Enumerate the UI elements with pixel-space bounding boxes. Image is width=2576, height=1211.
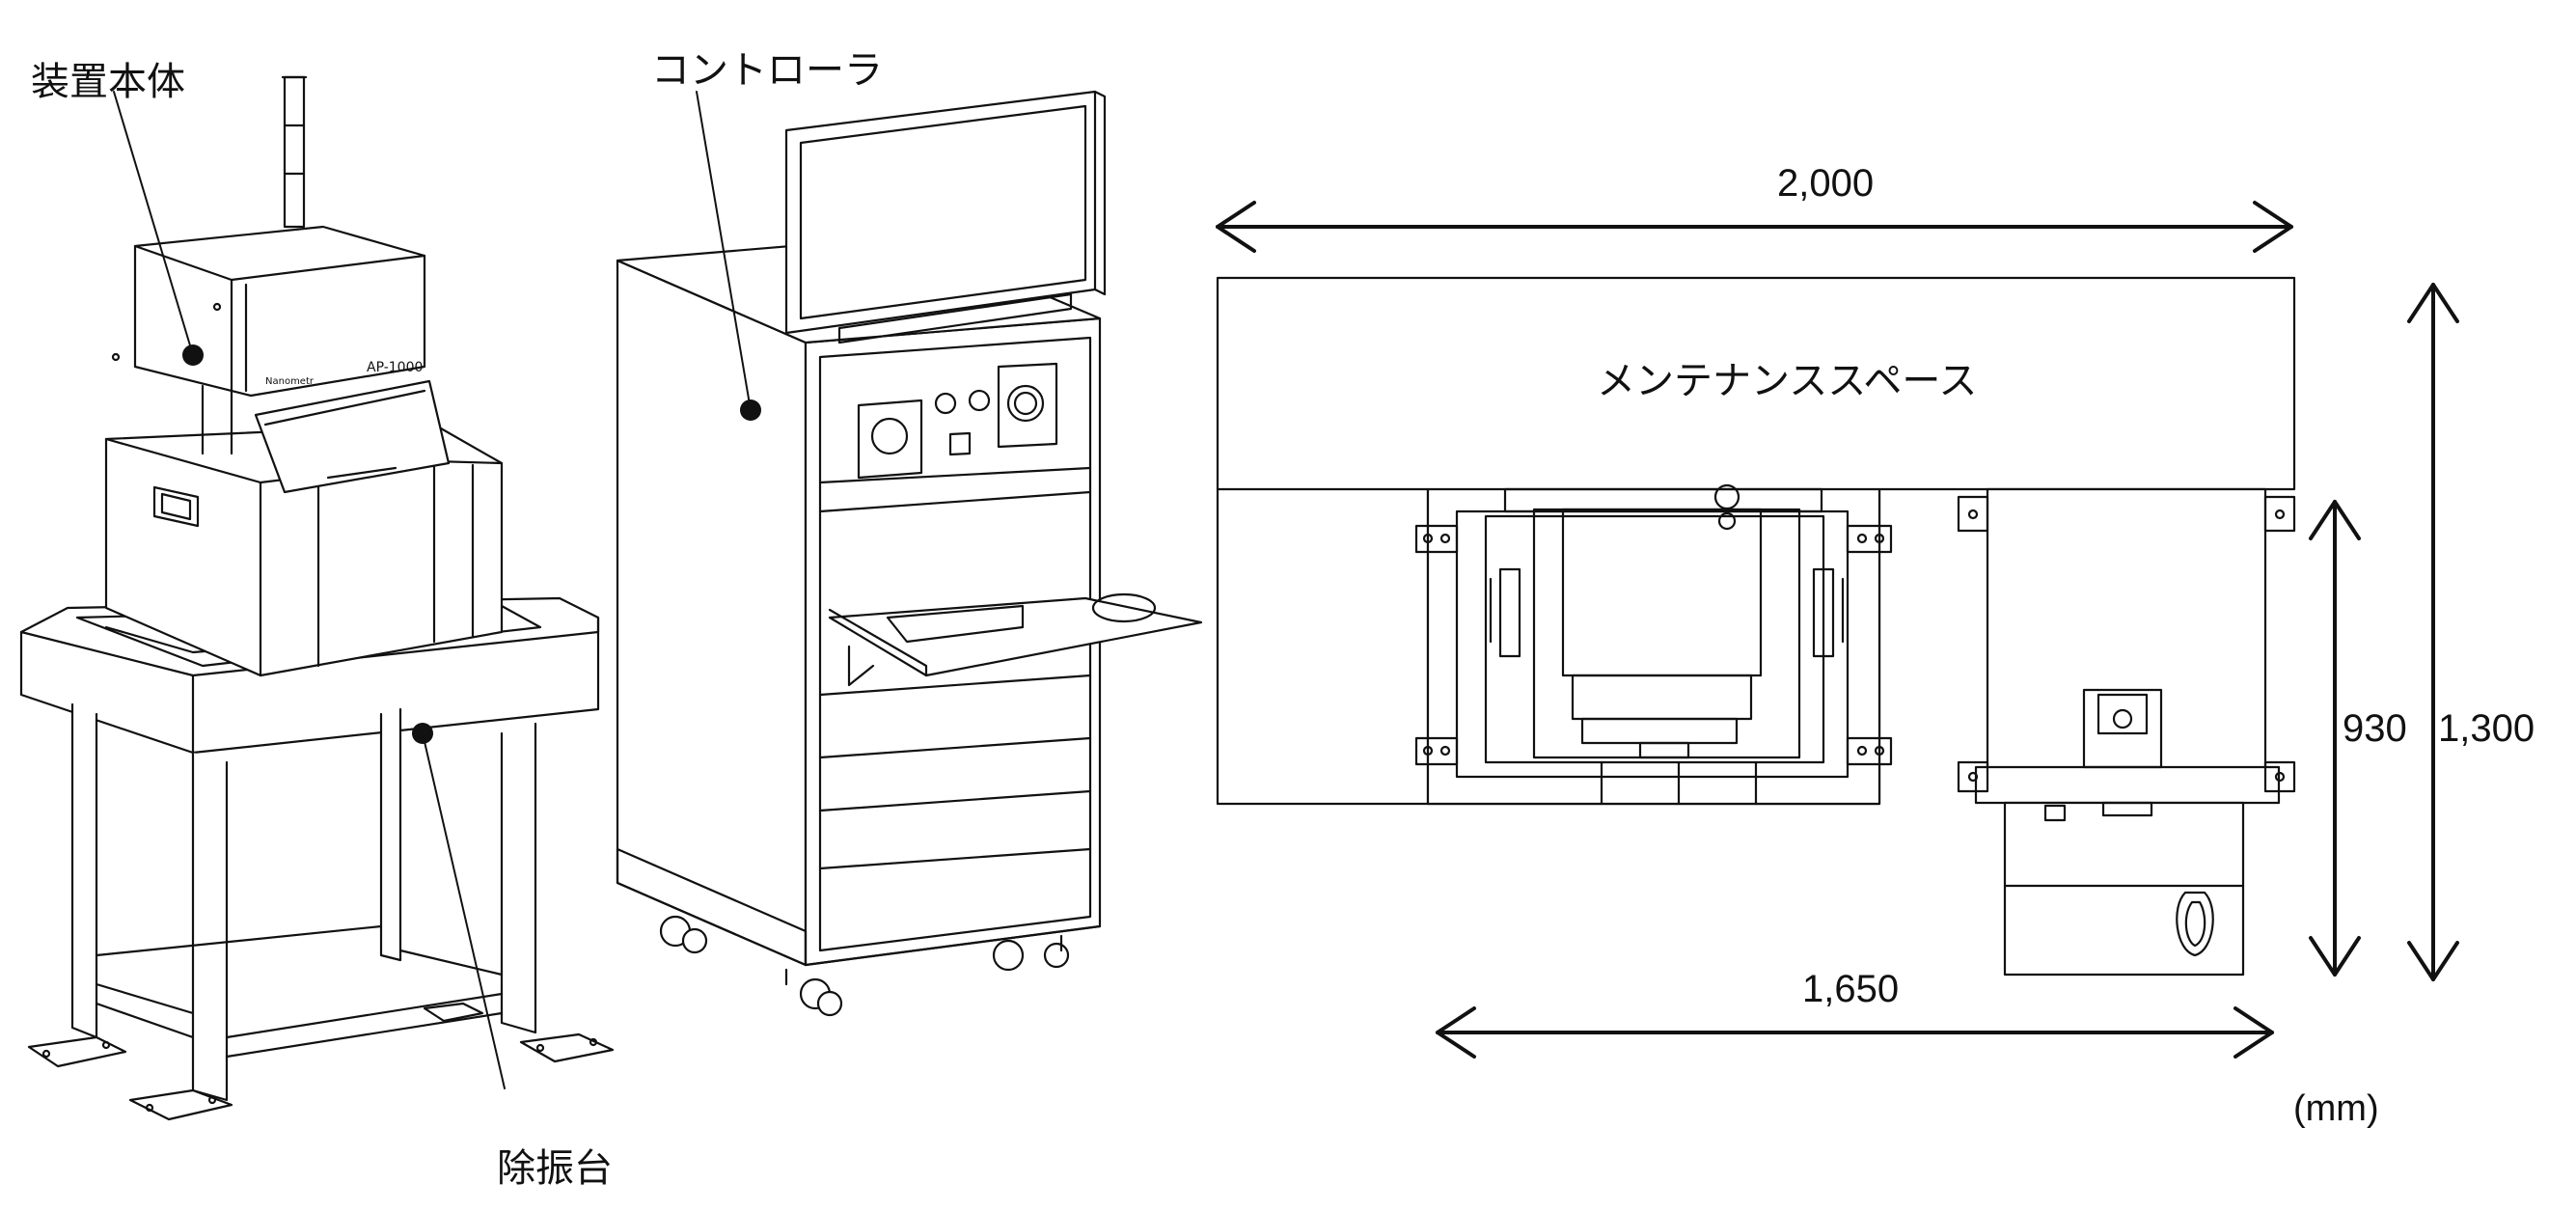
maintenance-space-label: メンテナンススペース <box>1597 359 1978 403</box>
main-unit-label: 装置本体 <box>31 60 185 104</box>
dim-width-units-label: 1,650 <box>1802 968 1900 1010</box>
controller-footprint <box>1957 487 2296 977</box>
isolation-table-drawing <box>19 596 615 1121</box>
controller-label: コントローラ <box>651 48 883 93</box>
main-unit-footprint <box>1414 483 1893 806</box>
controller-drawing <box>616 90 1203 1017</box>
leader-isolation-table <box>422 732 506 1089</box>
dim-width-total-label: 2,000 <box>1777 162 1875 205</box>
dim-depth-units-label: 930 <box>2343 707 2407 750</box>
svg-text:AP-1000: AP-1000 <box>367 360 423 375</box>
callout-leaders <box>113 91 761 1089</box>
dim-depth-total-label: 1,300 <box>2438 707 2535 750</box>
main-unit-drawing: AP-1000 Nanometr <box>104 75 504 677</box>
unit-label: (mm) <box>2293 1088 2379 1129</box>
dimension-arrows <box>1216 201 2459 1059</box>
leader-main-unit <box>113 91 194 356</box>
leader-controller <box>696 91 752 411</box>
floor-plan <box>1216 276 2296 977</box>
svg-text:Nanometr: Nanometr <box>265 376 315 387</box>
isolation-table-label: 除振台 <box>497 1146 613 1191</box>
